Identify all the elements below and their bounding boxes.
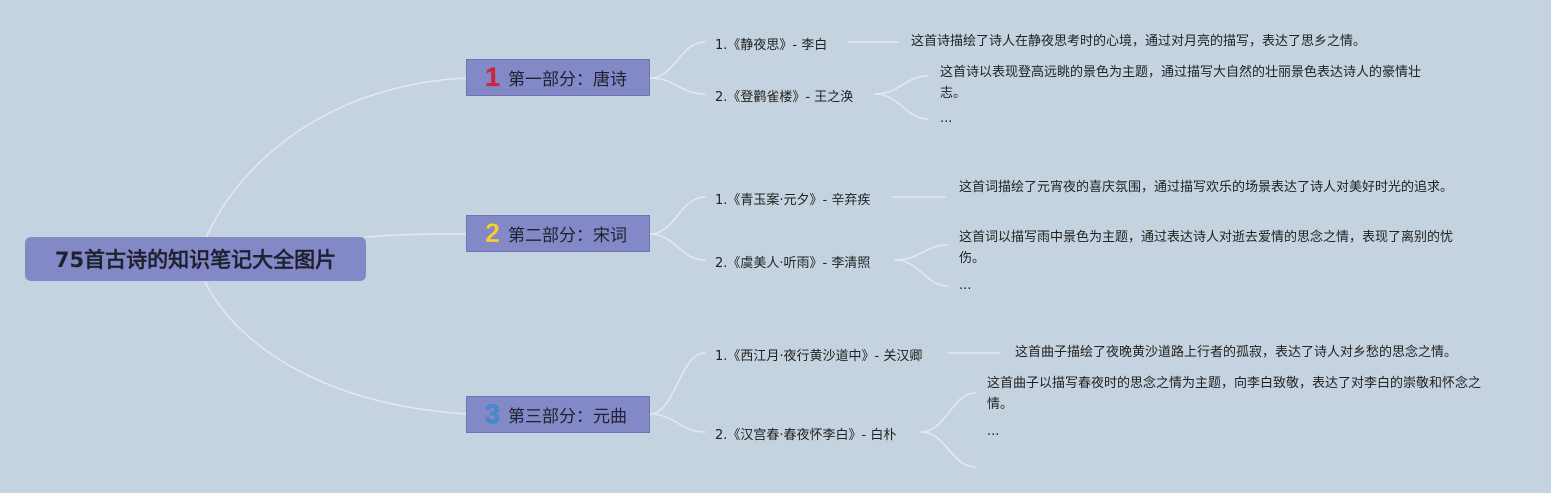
connector-b1-p1 bbox=[649, 41, 706, 79]
number-3-icon: 3 bbox=[485, 399, 501, 429]
connector-b2-p1 bbox=[649, 196, 706, 235]
connector-b1-p2 bbox=[649, 77, 706, 95]
branch-label: 第一部分：唐诗 bbox=[508, 70, 628, 90]
connector-b2-p2 bbox=[649, 233, 706, 261]
connector-b2-p2-desc1 bbox=[894, 244, 949, 261]
poem-description: 这首曲子描绘了夜晚黄沙道路上行者的孤寂，表达了诗人对乡愁的思念之情。 bbox=[1015, 345, 1458, 360]
poem-title[interactable]: 2.《汉宫春·春夜怀李白》- 白朴 bbox=[715, 428, 897, 443]
more-ellipsis[interactable]: ... bbox=[959, 278, 972, 293]
poem-title[interactable]: 1.《西江月·夜行黄沙道中》- 关汉卿 bbox=[715, 349, 923, 364]
more-ellipsis[interactable]: ... bbox=[940, 111, 953, 126]
branch-node-2[interactable]: 2 第二部分：宋词 bbox=[466, 215, 650, 252]
poem-title[interactable]: 1.《静夜思》- 李白 bbox=[715, 38, 828, 53]
connector-b3-p1 bbox=[649, 352, 706, 415]
poem-title[interactable]: 2.《虞美人·听雨》- 李清照 bbox=[715, 256, 871, 271]
number-2-icon: 2 bbox=[485, 218, 501, 248]
connector-b2-p2-desc2 bbox=[894, 259, 949, 287]
poem-description: 这首诗以表现登高远眺的景色为主题，通过描写大自然的壮丽景色表达诗人的豪情壮志。 bbox=[940, 65, 1422, 101]
branch-label: 第三部分：元曲 bbox=[508, 407, 628, 427]
connector-b1-p2-desc1 bbox=[874, 75, 929, 95]
number-1-icon: 1 bbox=[485, 62, 501, 92]
connector-b3-p2-desc1 bbox=[920, 392, 976, 433]
connector-b3-p2 bbox=[649, 413, 706, 433]
poem-description: 这首曲子以描写春夜时的思念之情为主题，向李白致敬，表达了对李白的崇敬和怀念之情。 bbox=[987, 376, 1482, 412]
poem-description: 这首词描绘了元宵夜的喜庆氛围，通过描写欢乐的场景表达了诗人对美好时光的追求。 bbox=[959, 180, 1454, 195]
more-ellipsis[interactable]: ... bbox=[987, 424, 1000, 439]
connector-root-branch-3 bbox=[204, 281, 467, 415]
poem-description: 这首词以描写雨中景色为主题，通过表达诗人对逝去爱情的思念之情，表现了离别的忧伤。 bbox=[959, 230, 1454, 266]
connector-b3-p2-desc2 bbox=[920, 431, 976, 468]
connector-b1-p2-desc2 bbox=[874, 93, 929, 120]
connector-root-branch-2 bbox=[365, 233, 467, 238]
connector-root-branch-1 bbox=[204, 77, 467, 241]
root-title: 75首古诗的知识笔记大全图片 bbox=[54, 248, 337, 272]
branch-node-1[interactable]: 1 第一部分：唐诗 bbox=[466, 59, 650, 96]
poem-title[interactable]: 1.《青玉案·元夕》- 辛弃疾 bbox=[715, 193, 871, 208]
poem-title[interactable]: 2.《登鹳雀楼》- 王之涣 bbox=[715, 90, 854, 105]
branch-label: 第二部分：宋词 bbox=[508, 226, 628, 246]
root-node[interactable]: 75首古诗的知识笔记大全图片 bbox=[25, 237, 366, 281]
branch-node-3[interactable]: 3 第三部分：元曲 bbox=[466, 396, 650, 433]
poem-description: 这首诗描绘了诗人在静夜思考时的心境，通过对月亮的描写，表达了思乡之情。 bbox=[911, 34, 1367, 49]
